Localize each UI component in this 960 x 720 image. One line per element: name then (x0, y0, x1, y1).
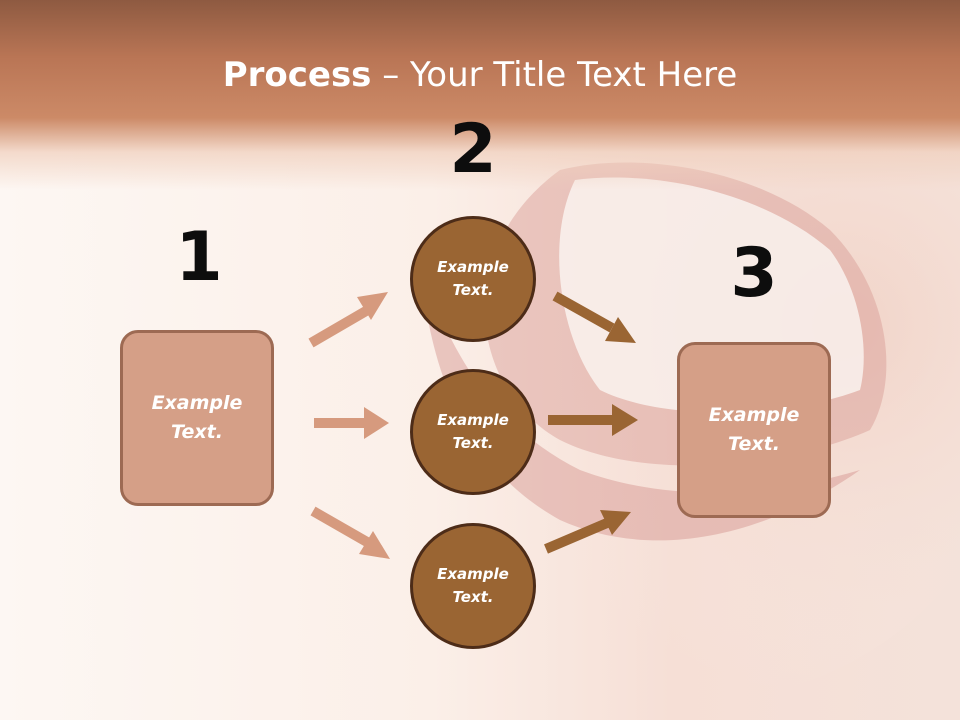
title-band (0, 0, 960, 190)
step-number-1: 1 (175, 218, 223, 297)
step-number-3: 3 (730, 234, 778, 313)
process-circle-bottom[interactable]: Example Text. (410, 523, 536, 649)
title-rest-text: – Your Title Text Here (371, 55, 738, 95)
right-box-text: Example Text. (708, 404, 800, 455)
circle-top-text: Example Text. (437, 258, 509, 299)
left-box-text: Example Text. (151, 392, 243, 443)
circle-bottom-text: Example Text. (437, 565, 509, 606)
left-process-box[interactable]: Example Text. (120, 330, 274, 506)
slide-title: Process – Your Title Text Here (0, 52, 960, 98)
step-number-2: 2 (449, 110, 497, 189)
title-bold-text: Process (222, 55, 372, 95)
process-circle-middle[interactable]: Example Text. (410, 369, 536, 495)
process-circle-top[interactable]: Example Text. (410, 216, 536, 342)
circle-middle-text: Example Text. (437, 411, 509, 452)
right-process-box[interactable]: Example Text. (677, 342, 831, 518)
